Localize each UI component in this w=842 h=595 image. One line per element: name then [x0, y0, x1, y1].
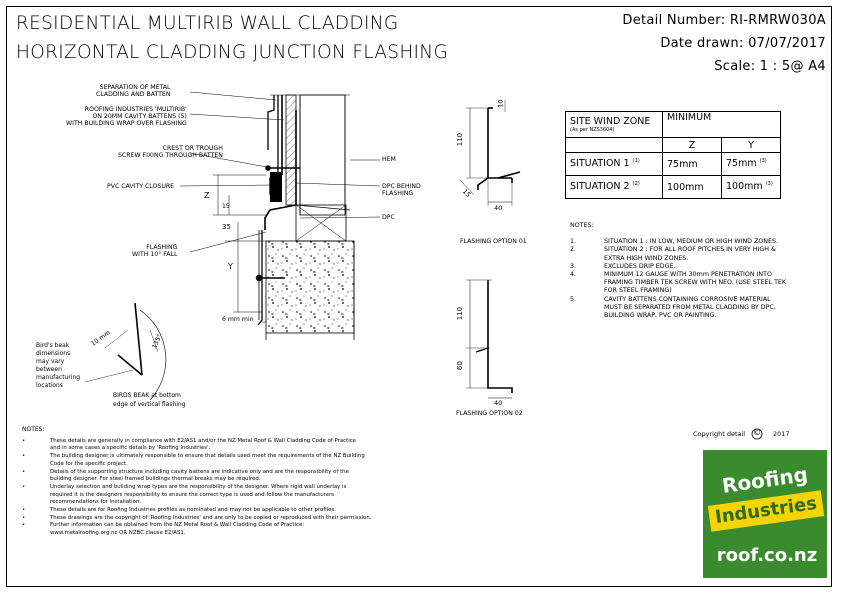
table-header-zone: SITE WIND ZONE (As per NZS3604)	[565, 111, 663, 138]
note-item: 5.CAVITY BATTENS CONTAINING CORROSIVE MA…	[570, 295, 776, 320]
note-item: 2.SITUATION 2 : FOR ALL ROOF PITCHES IN …	[570, 246, 776, 262]
table-col-z: Z	[662, 137, 722, 153]
fo2-dim-60: 60	[455, 361, 464, 371]
fo1-dim-110: 110	[456, 132, 465, 147]
dim-z: Z	[204, 191, 210, 200]
roofing-industries-logo: Roofing Industries roof.co.nz	[703, 450, 827, 578]
upper-cavity-batten	[281, 94, 297, 206]
notes-right-heading: NOTES:	[570, 222, 594, 229]
note-item: 1.SITUATION 1 : IN LOW, MEDIUM OR HIGH W…	[570, 238, 778, 246]
pvc-cavity-closure	[270, 172, 282, 202]
label-crest-trough: CREST OR TROUGH SCREW FIXING THROUGH BAT…	[118, 145, 223, 160]
label-dpc: DPC	[382, 214, 395, 221]
birds-beak-left-note: Bird's beak dimensions may vary between …	[36, 342, 81, 389]
copyright-circle	[751, 428, 763, 440]
note-item: 4.MINIMUM 12 GAUGE WITH 30mm PENETRATION…	[570, 271, 787, 295]
label-pvc-closure: PVC CAVITY CLOSURE	[107, 183, 175, 190]
bottom-note-item: building designer. For steel framed buil…	[50, 476, 261, 483]
detail-number: Detail Number: RI-RMRW030A	[622, 13, 826, 28]
flashing-option-02-label: FLASHING OPTION 02	[456, 410, 523, 417]
table-row: SITUATION 2 (2) 100mm 100mm (3)	[565, 175, 781, 199]
flashing-option-01-drawing	[459, 100, 521, 206]
label-gap: 6 mm min	[222, 316, 254, 323]
dim-15: 15	[222, 203, 230, 210]
dim-35: 35	[222, 223, 231, 231]
flashing-option-02-drawing	[466, 279, 513, 399]
table-row: SITUATION 1 (1) 75mm 75mm (3)	[565, 152, 781, 176]
fo2-dim-40: 40	[494, 399, 503, 407]
wind-zone-table: SITE WIND ZONE (As per NZS3604) MINIMUM …	[565, 111, 781, 199]
scale: Scale: 1 : 5@ A4	[714, 59, 826, 74]
label-dpc-behind: DPC BEHIND FLASHING	[382, 183, 421, 198]
upper-stud	[299, 94, 346, 216]
bottom-note-item: •Underlay selection and building wrap ty…	[22, 483, 347, 490]
bottom-note-item: •These details are for Roofing Industrie…	[22, 507, 336, 514]
bottom-note-item: recommendations for installation.	[50, 499, 142, 506]
fo1-dim-40: 40	[494, 204, 503, 212]
notes-bottom-heading: NOTES:	[22, 426, 45, 433]
copyright-year: 2017	[773, 430, 790, 438]
copyright-text: Copyright detail	[693, 430, 746, 438]
table-col-y: Y	[721, 137, 781, 153]
label-flashing: FLASHING WITH 10° FALL	[132, 244, 178, 259]
dim-y: Y	[228, 262, 233, 271]
bottom-note-item: •Further information can be obtained fro…	[22, 522, 305, 529]
bottom-note-item: •These details are generally in complian…	[22, 437, 357, 444]
table-header-min: MINIMUM	[662, 111, 781, 138]
bottom-note-item: and in some cases a specific details by …	[50, 445, 211, 452]
label-separation: SEPARATION OF METAL CLADDING AND BATTEN	[96, 84, 171, 99]
bottom-note-item: www.metalroofing.org.nz OR NZBC clause E…	[50, 530, 186, 537]
drawing-title-line-1: RESIDENTIAL MULTIRIB WALL CLADDING	[16, 13, 399, 34]
date-drawn: Date drawn: 07/07/2017	[660, 36, 826, 51]
sheet-border	[6, 6, 832, 587]
screw-fixing-lower	[255, 274, 285, 282]
bottom-note-item: Code for the specific project.	[50, 460, 128, 467]
copyright-symbol: ©	[753, 428, 761, 437]
main-dimensions	[213, 174, 266, 323]
bottom-note-item: •These drawings are the copyright of 'Ro…	[22, 514, 372, 521]
fo1-dim-10: 10	[496, 99, 505, 108]
note-item: 3.EXCLUDES DRIP EDGE.	[570, 262, 676, 270]
label-hem: HEM	[382, 156, 396, 163]
notes-right: NOTES: 1.SITUATION 1 : IN LOW, MEDIUM OR…	[570, 222, 834, 320]
lower-cladding	[257, 230, 263, 326]
leader-lines	[179, 91, 381, 253]
notes-bottom: NOTES: •These details are generally in c…	[22, 426, 371, 538]
flashing-option-01-label: FLASHING OPTION 01	[460, 238, 527, 245]
junction-flashing	[264, 110, 297, 230]
birds-beak-bottom-note: BIRDS BEAK at bottom edge of vertical fl…	[113, 392, 186, 408]
fo2-dim-110: 110	[456, 306, 465, 321]
concrete-slab	[265, 240, 355, 334]
birds-beak-detail	[84, 302, 167, 401]
bottom-note-item: required it is the designers responsibil…	[50, 491, 335, 498]
label-battens: ROOFING INDUSTRIES 'MULTIRIB' ON 20mm CA…	[66, 106, 187, 128]
bottom-note-item: •Details of the supporting structure inc…	[22, 468, 349, 475]
drawing-title-line-2: HORIZONTAL CLADDING JUNCTION FLASHING	[16, 42, 449, 63]
logo-url: roof.co.nz	[716, 545, 818, 566]
bottom-note-item: •The building designer is ultimately res…	[22, 453, 365, 460]
